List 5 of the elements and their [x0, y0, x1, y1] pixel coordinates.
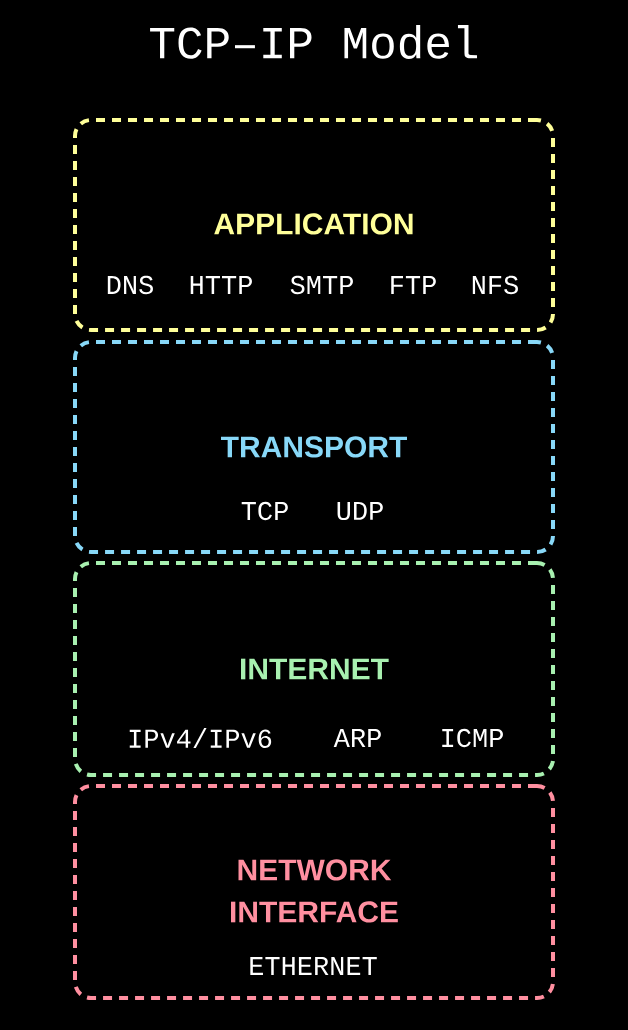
title: TCP–IP Model: [150, 25, 478, 59]
layer-box: NETWORK INTERFACE ETHERNET: [73, 784, 555, 1000]
layer-box: TRANSPORT TCP UDP: [73, 340, 555, 554]
layer-box: INTERNET IPv4/IPv6 ARP ICMP: [73, 561, 555, 777]
layer-box: APPLICATION DNS HTTP SMTP FTP NFS: [73, 118, 555, 332]
